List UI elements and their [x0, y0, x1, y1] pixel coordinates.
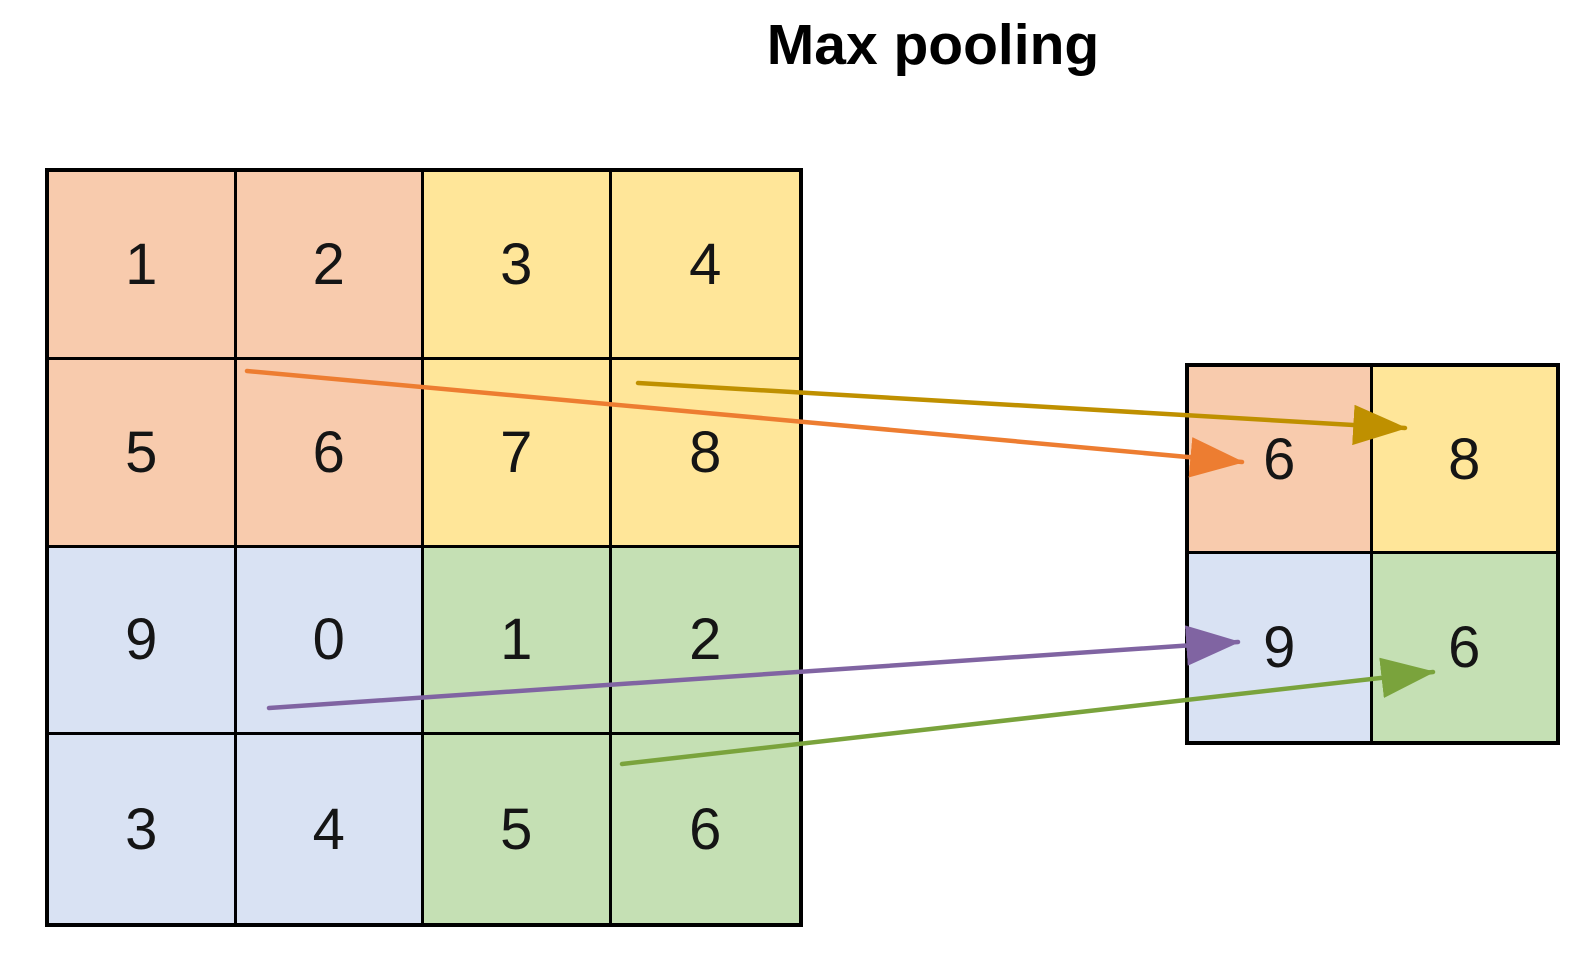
output-cell-r0-c0: 6 — [1189, 367, 1373, 554]
input-cell-r1-c2: 7 — [424, 359, 612, 548]
output-matrix-2x2: 6 8 9 6 — [1185, 363, 1560, 745]
input-cell-r3-c1: 4 — [236, 735, 424, 923]
input-cell-r2-c2: 1 — [424, 547, 612, 736]
input-cell-r0-c3: 4 — [611, 172, 799, 360]
input-cell-r2-c3: 2 — [611, 547, 799, 736]
input-cell-r1-c0: 5 — [49, 359, 237, 548]
input-cell-r0-c2: 3 — [424, 172, 612, 360]
input-cell-r0-c1: 2 — [236, 172, 424, 360]
output-cell-r0-c1: 8 — [1372, 367, 1556, 554]
input-cell-r1-c3: 8 — [611, 359, 799, 548]
input-cell-r3-c0: 3 — [49, 735, 237, 923]
input-matrix-4x4: 1 2 3 4 5 6 7 8 9 0 1 2 3 4 5 6 — [45, 168, 803, 927]
input-cell-r0-c0: 1 — [49, 172, 237, 360]
input-cell-r1-c1: 6 — [236, 359, 424, 548]
diagram-title: Max pooling — [766, 13, 1100, 77]
output-cell-r1-c0: 9 — [1189, 554, 1373, 741]
output-cell-r1-c1: 6 — [1372, 554, 1556, 741]
input-cell-r2-c1: 0 — [236, 547, 424, 736]
input-cell-r3-c3: 6 — [611, 735, 799, 923]
input-cell-r2-c0: 9 — [49, 547, 237, 736]
input-cell-r3-c2: 5 — [424, 735, 612, 923]
